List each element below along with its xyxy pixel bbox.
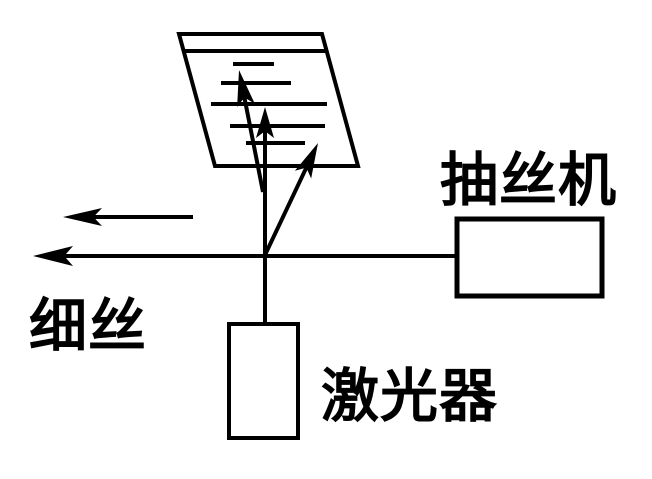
diffraction-arrow-right-shaft — [263, 166, 309, 256]
beam-central-max-arrow-head — [256, 107, 274, 138]
laser-box — [227, 322, 300, 440]
diffraction-screen — [176, 32, 361, 168]
label-laser: 激光器 — [321, 364, 499, 429]
label-wire-drawing-machine: 抽丝机 — [440, 148, 618, 213]
diffraction-arrow-right-head — [294, 143, 318, 179]
diffraction-arrow-left-head — [237, 70, 255, 108]
wire-motion-arrow-head — [63, 208, 102, 226]
wire-arrow-head — [33, 246, 73, 266]
diffraction-arrow-left-shaft — [242, 97, 265, 193]
label-fine-wire: 细丝 — [29, 294, 148, 359]
wire-drawing-machine-box — [454, 216, 605, 299]
